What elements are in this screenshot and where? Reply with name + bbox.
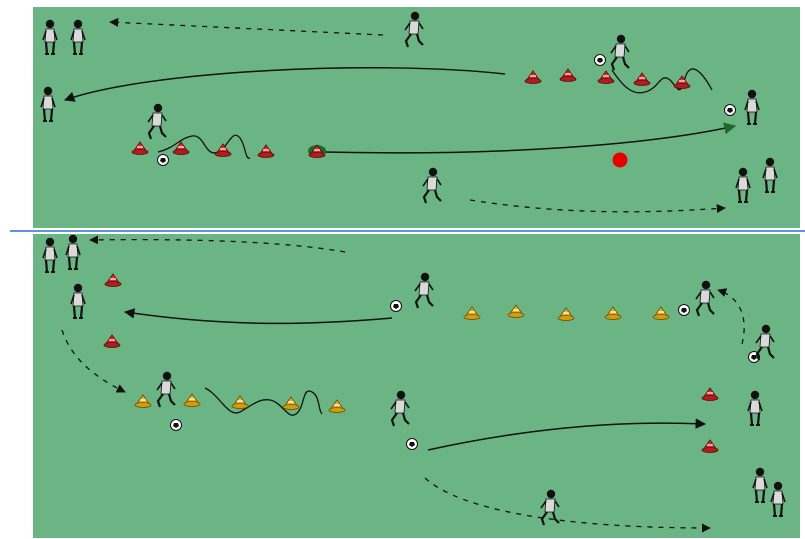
ball [679,305,690,316]
target-marker [613,153,628,168]
ball [725,105,736,116]
ball [171,420,182,431]
ball [407,439,418,450]
ball [158,155,169,166]
ball [595,55,606,66]
bottom-pitch [33,234,800,538]
top-pitch [33,7,800,228]
start-cone [308,145,326,158]
ball [391,301,402,312]
